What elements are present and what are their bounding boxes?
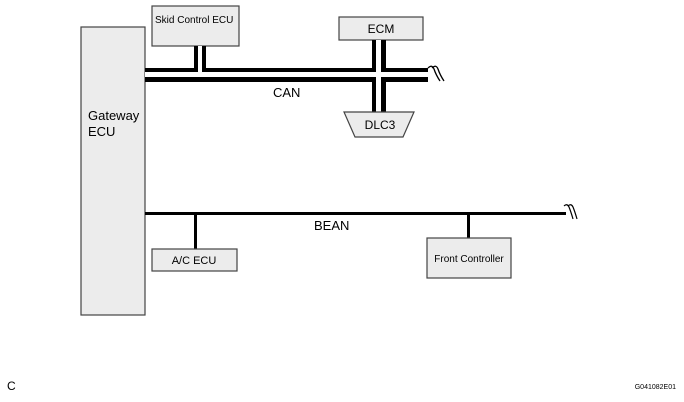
- can-bus: [145, 65, 445, 82]
- gateway-ecu-label-line2: ECU: [88, 124, 115, 139]
- front-controller-label: Front Controller: [434, 254, 504, 265]
- bean-bus: [145, 204, 578, 220]
- ecm-dlc3-connector: [372, 40, 386, 112]
- ac-ecu-box: A/C ECU: [151, 248, 238, 272]
- front-controller-connector: [467, 214, 470, 238]
- bean-bus-label: BEAN: [314, 218, 349, 233]
- gateway-ecu-box: Gateway ECU: [80, 26, 146, 316]
- corner-letter: C: [7, 379, 16, 393]
- skid-control-ecu-label: Skid Control ECU: [155, 15, 233, 26]
- ecm-label: ECM: [368, 22, 395, 36]
- can-bus-label: CAN: [273, 85, 300, 100]
- ac-ecu-connector: [194, 214, 197, 249]
- figure-code: G041082E01: [634, 384, 676, 391]
- ac-ecu-label: A/C ECU: [172, 255, 217, 267]
- ecm-box: ECM: [338, 16, 424, 41]
- front-controller-box: Front Controller: [426, 237, 512, 279]
- dlc3-label: DLC3: [365, 118, 396, 132]
- gateway-ecu-label-line1: Gateway: [88, 108, 140, 123]
- skid-control-ecu-box: Skid Control ECU: [151, 5, 240, 47]
- dlc3-connector-shape: DLC3: [343, 111, 415, 138]
- skid-can-connector: [194, 46, 206, 72]
